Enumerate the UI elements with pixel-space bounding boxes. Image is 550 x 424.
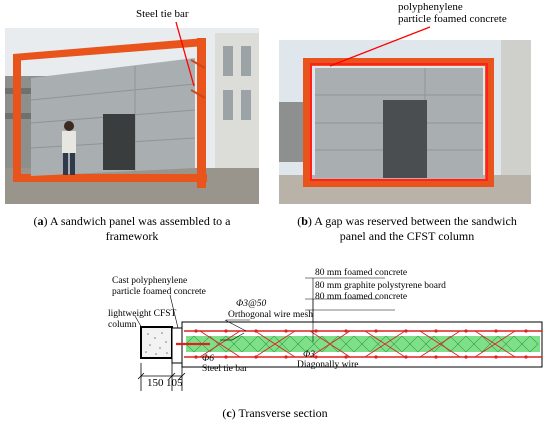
label-foamed-bottom: 80 mm foamed concrete	[315, 292, 408, 302]
photo-a	[5, 28, 259, 204]
label-mesh-spec: Φ3@50	[236, 299, 267, 309]
label-phi3: Φ3	[303, 350, 315, 360]
label-orthogonal-mesh: Orthogonal wire mesh	[228, 310, 313, 320]
label-graphite: 80 mm graphite polystyrene board	[315, 281, 446, 291]
dimension-105: 105	[166, 377, 183, 389]
photo-a-steel-tie-label: Steel tie bar	[136, 8, 189, 20]
photo-b-caption: (b) A gap was reserved between the sandw…	[297, 214, 517, 243]
photo-b	[279, 40, 531, 204]
photo-b-drawing	[279, 40, 531, 204]
label-diagonal-wire: Diagonally wire	[297, 360, 359, 370]
label-steel-tie-bar: Steel tie bar	[202, 364, 248, 374]
dimension-150: 150	[147, 377, 164, 389]
section-caption: (c) Transverse section	[222, 406, 328, 420]
photo-a-drawing	[5, 28, 259, 204]
photo-a-caption: (a) A sandwich panel was assembled to a …	[33, 214, 231, 243]
label-phi6: Φ6	[202, 354, 214, 364]
label-foamed-top: 80 mm foamed concrete	[315, 268, 408, 278]
